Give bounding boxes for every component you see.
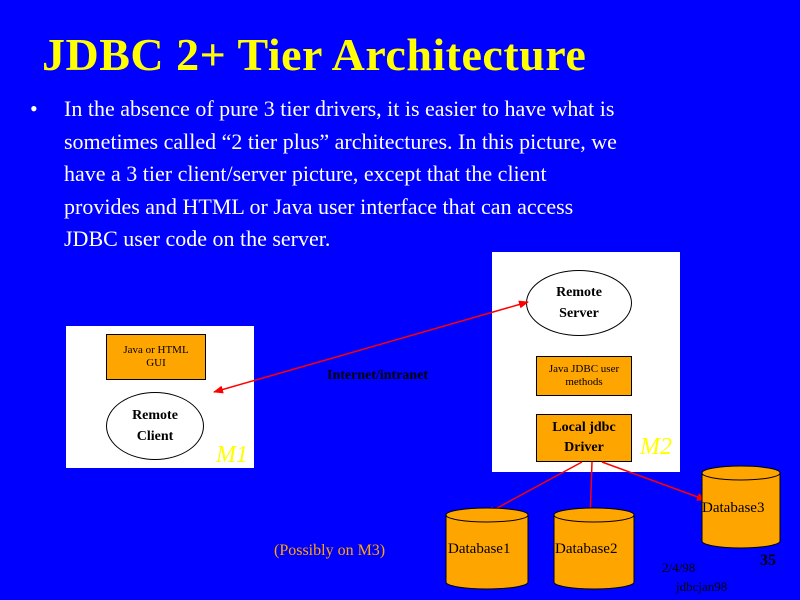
remote-client-circle: Remote Client [106, 392, 204, 460]
client-gui-box: Java or HTML GUI [106, 334, 206, 380]
internet-link-arrow [213, 300, 529, 394]
bullet-text: In the absence of pure 3 tier drivers, i… [64, 96, 617, 251]
server-methods-box: Java JDBC user methods [536, 356, 632, 396]
machine-m1-label: M1 [216, 442, 248, 468]
database3-cylinder [701, 465, 781, 549]
database3-label: Database3 [702, 500, 765, 516]
database2-cylinder [553, 507, 635, 590]
driver-db1-arrow [485, 461, 583, 515]
footer-date: 2/4/98 [662, 560, 696, 575]
database2-label: Database2 [555, 541, 618, 557]
driver-db3-arrow [601, 461, 707, 501]
machine-m2-label: M2 [640, 434, 672, 460]
jdbc-driver-box: Local jdbc Driver [536, 414, 632, 462]
bullet-marker: • [30, 96, 38, 121]
database1-label: Database1 [448, 541, 511, 557]
slide-number: 35 [760, 552, 776, 569]
database1-cylinder [445, 507, 529, 590]
slide-title: JDBC 2+ Tier Architecture [42, 29, 587, 80]
remote-server-circle: Remote Server [526, 270, 632, 336]
possibly-m3-note: (Possibly on M3) [274, 542, 386, 559]
footer-file: jdbcjan98 [676, 579, 728, 594]
